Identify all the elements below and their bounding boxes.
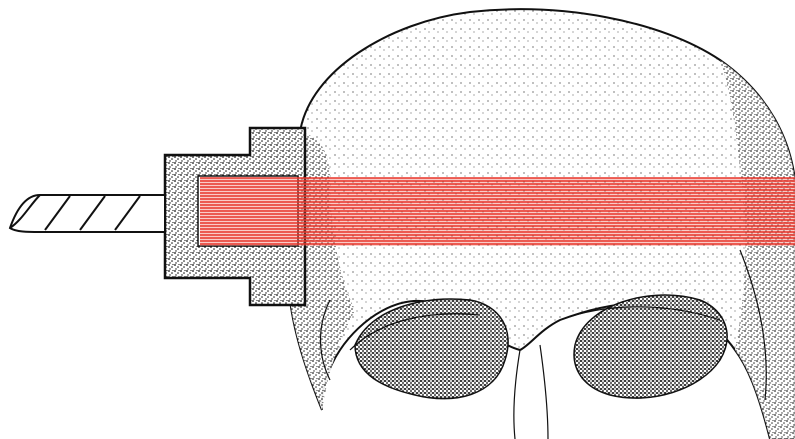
laser-beam [200,178,795,246]
laser-cable [10,195,165,232]
nasal-lines [514,345,548,439]
cable-body [10,195,165,232]
laser-beam-fill [200,178,795,246]
